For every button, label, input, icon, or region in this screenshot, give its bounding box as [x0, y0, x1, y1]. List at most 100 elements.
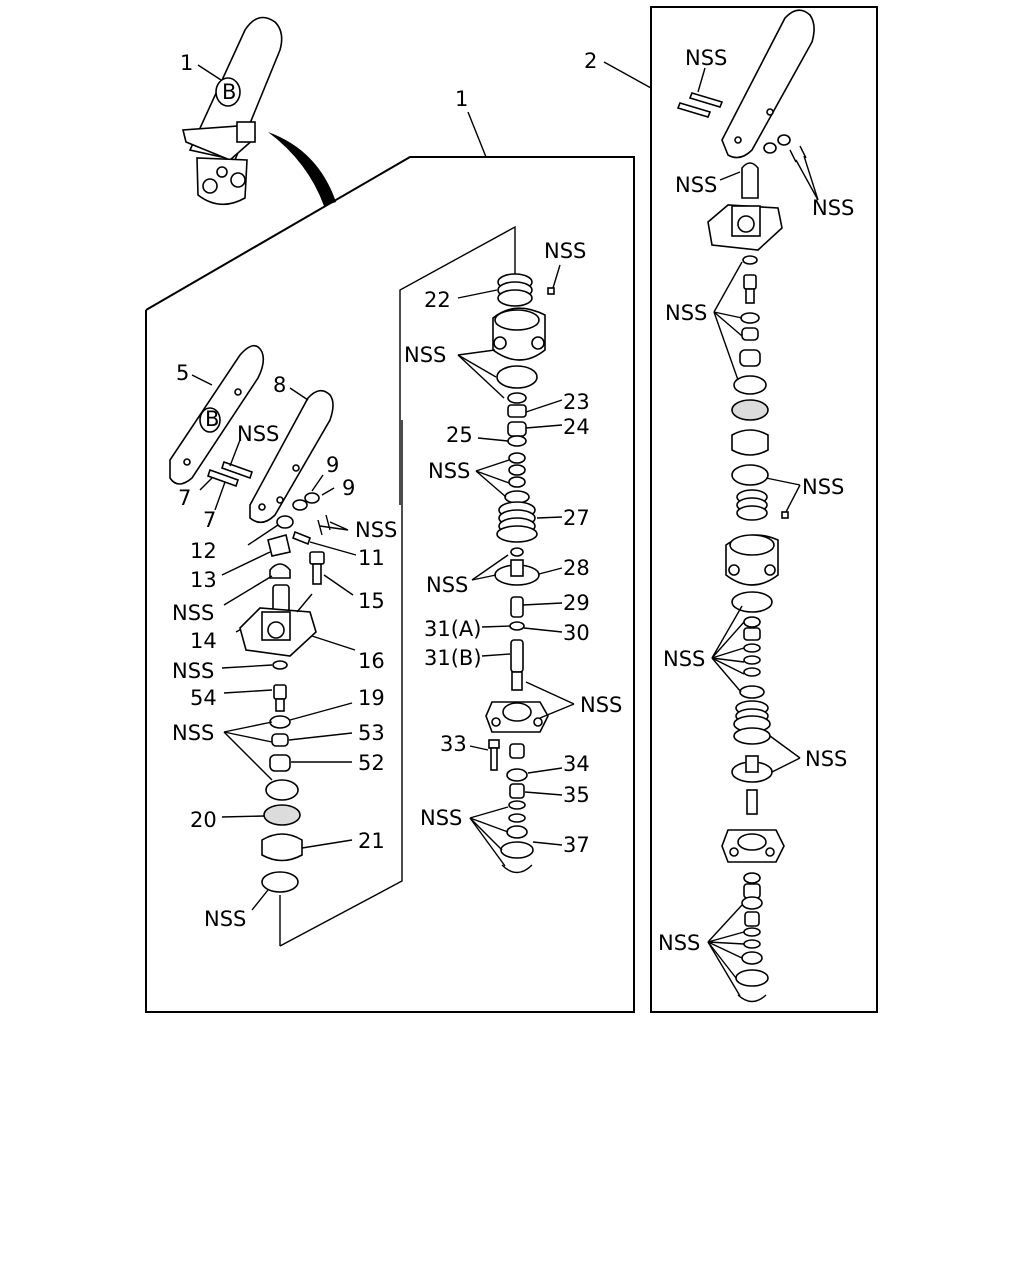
seat-37	[500, 841, 534, 859]
frame-main	[145, 156, 635, 1013]
label-7b: 7	[203, 508, 216, 532]
lower-body	[485, 701, 549, 733]
upper-body	[492, 307, 546, 361]
spring-35	[509, 783, 525, 799]
label-nss-group-right-a: NSS	[665, 301, 707, 325]
label-nss-group-right-d: NSS	[658, 931, 700, 955]
label-53: 53	[358, 721, 385, 745]
label-nss-ring: NSS	[172, 659, 214, 683]
washer-19	[269, 715, 291, 729]
label-nss-spring-right: NSS	[802, 475, 844, 499]
label-1-top: 1	[180, 51, 193, 75]
label-nss-upper: NSS	[404, 343, 446, 367]
label-nss-pins: NSS	[237, 422, 279, 446]
o-ring-b	[261, 871, 299, 893]
label-9b: 9	[342, 476, 355, 500]
nut-54	[273, 684, 287, 700]
label-nss-28: NSS	[426, 573, 468, 597]
label-33: 33	[440, 732, 467, 756]
nss-plug-top	[547, 287, 555, 295]
label-nss-group-right-b: NSS	[663, 647, 705, 671]
pin-b	[688, 92, 724, 108]
label-54: 54	[190, 686, 217, 710]
ring-30	[509, 621, 525, 631]
label-nss-group-a: NSS	[172, 721, 214, 745]
pedal-8	[249, 389, 334, 524]
label-nss-plunger-right: NSS	[675, 173, 717, 197]
spring-22	[497, 273, 533, 307]
spring-52	[269, 754, 291, 772]
spring-27	[496, 501, 538, 543]
label-35: 35	[563, 783, 590, 807]
valve-23	[507, 404, 527, 418]
label-21: 21	[358, 829, 385, 853]
label-14: 14	[190, 629, 217, 653]
housing-right	[707, 204, 783, 251]
pins-7	[206, 460, 254, 488]
label-31a: 31(A)	[424, 617, 481, 641]
bushing-13	[267, 534, 291, 557]
plunger-29	[510, 596, 524, 618]
label-25: 25	[446, 423, 473, 447]
pedal-5: B	[169, 344, 265, 485]
label-52: 52	[358, 751, 385, 775]
label-11: 11	[358, 546, 385, 570]
bolt-15	[309, 551, 325, 585]
lower-body-right	[721, 829, 785, 863]
frame-right	[650, 6, 878, 1013]
label-nss-cotter-right: NSS	[812, 196, 854, 220]
ring-34	[506, 768, 528, 782]
plunger-right	[741, 162, 759, 199]
label-1-box: 1	[455, 87, 468, 111]
ring-nss	[272, 660, 288, 670]
housing-16	[239, 607, 317, 657]
label-nss-mid: NSS	[428, 459, 470, 483]
label-30: 30	[563, 621, 590, 645]
label-24: 24	[563, 415, 590, 439]
label-12: 12	[190, 539, 217, 563]
label-16: 16	[358, 649, 385, 673]
label-23: 23	[563, 390, 590, 414]
label-34: 34	[563, 752, 590, 776]
label-31b: 31(B)	[424, 646, 482, 670]
piston-28	[494, 559, 540, 586]
label-9a: 9	[326, 453, 339, 477]
label-nss-cotter: NSS	[355, 518, 397, 542]
label-2: 2	[584, 49, 597, 73]
label-nss-pins-right: NSS	[685, 46, 727, 70]
label-nss-group-right-c: NSS	[805, 747, 847, 771]
svg-text:B: B	[222, 80, 236, 104]
upper-body-right	[725, 534, 779, 586]
ring-25	[507, 435, 527, 447]
spring-24	[507, 421, 527, 437]
ring-23-top	[507, 392, 527, 404]
label-nss-cap: NSS	[172, 601, 214, 625]
ring-12	[276, 515, 294, 529]
label-29: 29	[563, 591, 590, 615]
label-13: 13	[190, 568, 217, 592]
bolt-33	[488, 739, 500, 771]
label-nss-bottom-c: NSS	[420, 806, 462, 830]
label-19: 19	[358, 686, 385, 710]
pedal-2	[721, 9, 815, 159]
label-15: 15	[358, 589, 385, 613]
spring-31b	[510, 639, 524, 673]
o-ring-upper	[496, 365, 538, 389]
label-28: 28	[563, 556, 590, 580]
label-27: 27	[563, 506, 590, 530]
piston-21	[261, 833, 303, 862]
label-5: 5	[176, 361, 189, 385]
spring-53	[271, 733, 289, 747]
label-nss-bottom-a: NSS	[204, 907, 246, 931]
spring-11	[292, 530, 311, 546]
cap	[269, 563, 291, 579]
washer-9a	[292, 499, 308, 511]
label-22: 22	[424, 288, 451, 312]
o-ring-a	[265, 779, 299, 801]
label-7a: 7	[178, 486, 191, 510]
washer-9b	[304, 492, 320, 504]
seat-20	[263, 804, 301, 826]
pin-a	[676, 102, 712, 118]
curved-arrow	[268, 132, 336, 206]
